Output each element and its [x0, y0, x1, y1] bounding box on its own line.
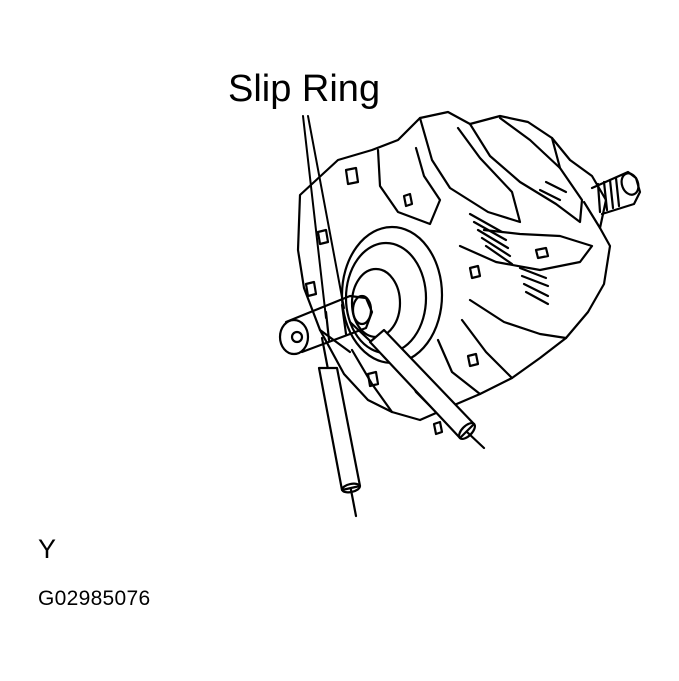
slip-ring-label: Slip Ring — [228, 68, 381, 110]
rear-shaft — [590, 170, 642, 216]
view-letter-label: Y — [38, 534, 57, 564]
test-probe-left — [317, 336, 362, 518]
test-probe-right — [348, 320, 486, 450]
front-shaft — [278, 294, 374, 356]
figure-code-label: G02985076 — [38, 587, 151, 610]
claw-pole-body — [296, 110, 612, 436]
callout-leaders — [302, 115, 345, 319]
